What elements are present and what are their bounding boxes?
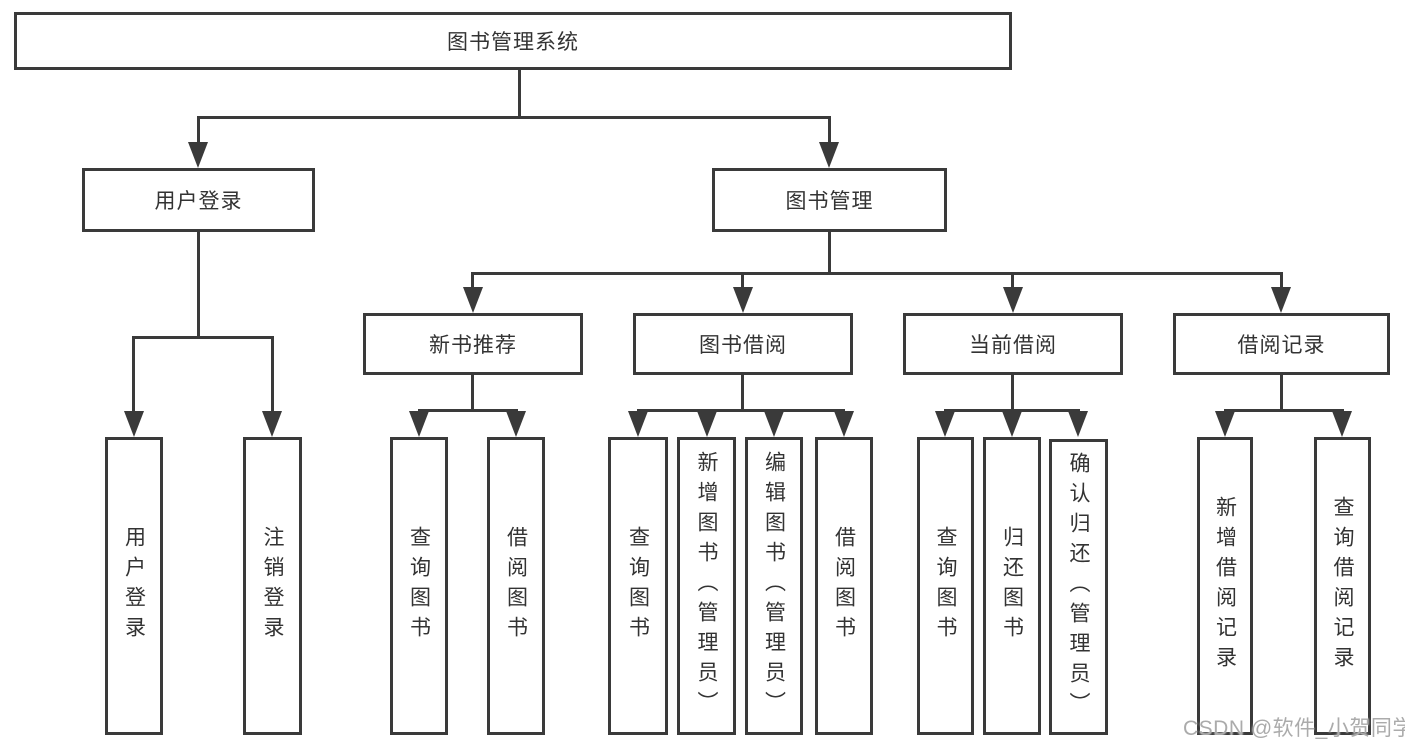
connector-line <box>828 232 831 275</box>
connector-line <box>471 375 474 412</box>
arrowhead-down <box>1068 411 1088 437</box>
leaf-borrow-books-recommend-label: 借阅图书 <box>504 526 528 646</box>
arrowhead-down <box>628 411 648 437</box>
leaf-query-borrow-record-label: 查询借阅记录 <box>1331 496 1354 676</box>
leaf-add-books-admin: 新增图书（管理员） <box>677 437 736 735</box>
leaf-confirm-return-admin-label: 确认归还（管理员） <box>1067 452 1090 722</box>
leaf-user-login: 用户登录 <box>105 437 163 735</box>
node-borrowing-records: 借阅记录 <box>1173 313 1390 375</box>
arrowhead-down <box>409 411 429 437</box>
leaf-return-books-label: 归还图书 <box>1000 526 1024 646</box>
connector-line <box>197 116 200 145</box>
leaf-logout-label: 注销登录 <box>261 526 284 646</box>
leaf-edit-books-admin-label: 编辑图书（管理员） <box>762 451 786 721</box>
node-root-label: 图书管理系统 <box>447 31 579 54</box>
node-book-borrowing-label: 图书借阅 <box>699 334 787 357</box>
leaf-user-login-label: 用户登录 <box>122 526 146 646</box>
connector-line <box>132 336 135 413</box>
leaf-add-borrow-record: 新增借阅记录 <box>1197 437 1253 735</box>
leaf-query-borrow-record: 查询借阅记录 <box>1314 437 1371 735</box>
node-book-management-label: 图书管理 <box>785 190 874 213</box>
arrowhead-down <box>262 411 282 437</box>
connector-line <box>828 116 831 145</box>
connector-line <box>471 272 474 290</box>
leaf-query-books-recommend: 查询图书 <box>390 437 448 735</box>
connector-line <box>518 69 521 119</box>
connector-line <box>637 409 845 412</box>
arrowhead-down <box>124 411 144 437</box>
arrowhead-down <box>935 411 955 437</box>
leaf-add-books-admin-label: 新增图书（管理员） <box>695 451 718 721</box>
arrowhead-down <box>1215 411 1235 437</box>
connector-line <box>132 336 274 339</box>
connector-line <box>944 409 1080 412</box>
connector-line <box>741 375 744 411</box>
leaf-edit-books-admin: 编辑图书（管理员） <box>745 437 803 735</box>
leaf-add-borrow-record-label: 新增借阅记录 <box>1213 496 1237 676</box>
node-user-login-label: 用户登录 <box>154 190 243 213</box>
arrowhead-down <box>697 411 717 437</box>
leaf-borrow-books-borrowing: 借阅图书 <box>815 437 873 735</box>
node-current-borrowing: 当前借阅 <box>903 313 1123 375</box>
leaf-borrow-books-recommend: 借阅图书 <box>487 437 545 735</box>
node-new-book-recommend: 新书推荐 <box>363 313 583 375</box>
connector-line <box>741 272 744 290</box>
arrowhead-down <box>1002 411 1022 437</box>
leaf-confirm-return-admin: 确认归还（管理员） <box>1049 439 1108 735</box>
connector-line <box>197 232 200 339</box>
leaf-query-books-recommend-label: 查询图书 <box>407 526 431 646</box>
node-book-management: 图书管理 <box>712 168 947 232</box>
node-new-book-recommend-label: 新书推荐 <box>429 334 517 357</box>
connector-line <box>471 272 1283 275</box>
arrowhead-down <box>1003 287 1023 313</box>
arrowhead-down <box>733 287 753 313</box>
arrowhead-down <box>1271 287 1291 313</box>
csdn-watermark: CSDN @软件_小贺同学 <box>1183 717 1405 740</box>
connector-line <box>1011 272 1014 290</box>
node-current-borrowing-label: 当前借阅 <box>969 334 1057 357</box>
arrowhead-down <box>463 287 483 313</box>
connector-line <box>1280 272 1283 290</box>
arrowhead-down <box>819 142 839 168</box>
arrowhead-down <box>834 411 854 437</box>
connector-line <box>1224 409 1344 412</box>
arrowhead-down <box>1332 411 1352 437</box>
node-borrowing-records-label: 借阅记录 <box>1237 334 1326 357</box>
leaf-query-books-borrowing-label: 查询图书 <box>626 526 650 646</box>
connector-line <box>1280 375 1283 411</box>
arrowhead-down <box>764 411 784 437</box>
node-book-borrowing: 图书借阅 <box>633 313 853 375</box>
leaf-return-books: 归还图书 <box>983 437 1041 735</box>
leaf-query-books-current: 查询图书 <box>917 437 974 735</box>
connector-line <box>418 409 518 412</box>
arrowhead-down <box>506 411 526 437</box>
leaf-query-books-borrowing: 查询图书 <box>608 437 668 735</box>
connector-line <box>1011 375 1014 411</box>
connector-line <box>197 116 831 119</box>
leaf-logout: 注销登录 <box>243 437 302 735</box>
leaf-borrow-books-borrowing-label: 借阅图书 <box>832 526 856 646</box>
connector-line <box>271 336 274 413</box>
arrowhead-down <box>188 142 208 168</box>
node-root: 图书管理系统 <box>14 12 1012 70</box>
leaf-query-books-current-label: 查询图书 <box>934 526 957 646</box>
node-user-login: 用户登录 <box>82 168 315 232</box>
